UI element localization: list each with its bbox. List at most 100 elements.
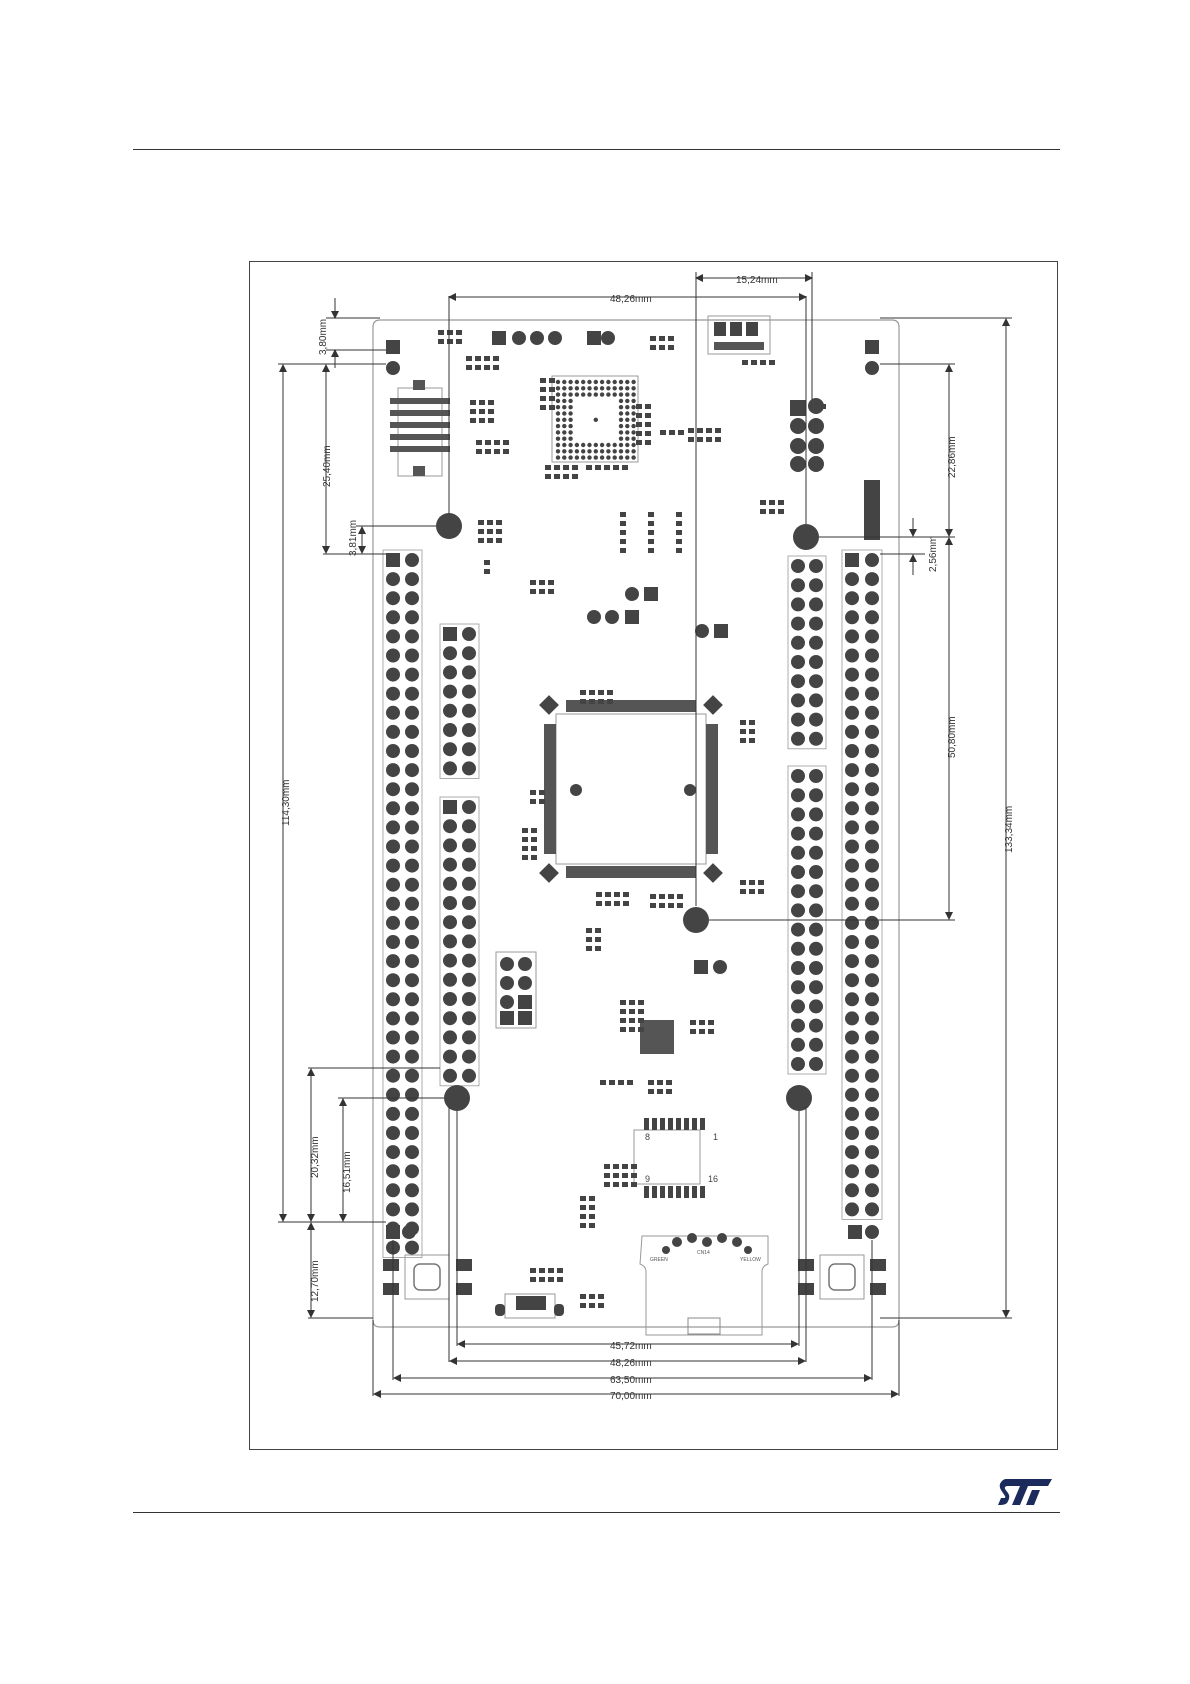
header-pin bbox=[791, 769, 805, 783]
header-pin bbox=[845, 763, 859, 777]
smd-pad bbox=[548, 589, 554, 594]
smd-pad bbox=[604, 1164, 610, 1169]
left-push-button bbox=[383, 1255, 472, 1299]
u17-pin bbox=[652, 1118, 657, 1130]
bga-ball bbox=[556, 430, 560, 434]
bga-ball bbox=[613, 449, 617, 453]
header-pin bbox=[386, 1107, 400, 1121]
header-pin bbox=[809, 578, 823, 592]
header-pin bbox=[405, 1050, 419, 1064]
smd-pad bbox=[487, 529, 493, 534]
header-pin bbox=[865, 629, 879, 643]
smd-pad bbox=[478, 529, 484, 534]
top-left-jumper bbox=[386, 340, 400, 375]
header-pin bbox=[386, 1145, 400, 1159]
header-pin bbox=[791, 674, 805, 688]
header-pin bbox=[405, 629, 419, 643]
bga-ball bbox=[575, 449, 579, 453]
bga-ball bbox=[594, 449, 598, 453]
smd-pad bbox=[563, 474, 569, 479]
header-pin bbox=[791, 559, 805, 573]
smd-pad bbox=[476, 440, 482, 445]
smd-pad bbox=[604, 1173, 610, 1178]
bga-ball bbox=[581, 392, 585, 396]
header-pin bbox=[791, 788, 805, 802]
header-pin bbox=[386, 801, 400, 815]
smd-pad bbox=[589, 1214, 595, 1219]
bga-ball bbox=[613, 392, 617, 396]
bga-ball bbox=[631, 424, 635, 428]
smd-pad bbox=[484, 560, 490, 565]
smd-pad bbox=[758, 880, 764, 885]
header-pin bbox=[462, 800, 476, 814]
smd-pad bbox=[678, 430, 684, 435]
header-pin bbox=[405, 553, 419, 567]
smd-pad bbox=[470, 409, 476, 414]
header-pin bbox=[386, 1031, 400, 1045]
header-pin bbox=[462, 838, 476, 852]
bga-ball bbox=[600, 443, 604, 447]
header-pin bbox=[443, 915, 457, 929]
right-push-button bbox=[798, 1255, 886, 1299]
smd-pad bbox=[690, 1029, 696, 1034]
smd-pad bbox=[699, 1029, 705, 1034]
u17-pin bbox=[692, 1118, 697, 1130]
smd-pad bbox=[659, 336, 665, 341]
header-pin bbox=[845, 591, 859, 605]
smd-pad bbox=[666, 1089, 672, 1094]
smd-pad bbox=[484, 365, 490, 370]
smd-pad bbox=[623, 892, 629, 897]
smd-pad bbox=[598, 699, 604, 704]
header-pin bbox=[405, 1088, 419, 1102]
smd-pad bbox=[530, 799, 536, 804]
smd-pad bbox=[620, 521, 626, 526]
smd-pad bbox=[540, 396, 546, 401]
bga-chip bbox=[552, 376, 638, 462]
header-pin bbox=[386, 1088, 400, 1102]
mid-left-3x2-header bbox=[496, 952, 536, 1028]
bga-ball bbox=[581, 386, 585, 390]
header-pin bbox=[865, 820, 879, 834]
smd-pad bbox=[631, 1182, 637, 1187]
header-pin bbox=[462, 954, 476, 968]
smd-pad bbox=[676, 548, 682, 553]
header-pin bbox=[845, 687, 859, 701]
header-pin bbox=[845, 1011, 859, 1025]
header-pin bbox=[386, 706, 400, 720]
smd-pad bbox=[749, 720, 755, 725]
smd-pad bbox=[648, 512, 654, 517]
header-pin bbox=[865, 782, 879, 796]
header-pin bbox=[791, 846, 805, 860]
smd-pad bbox=[742, 360, 748, 365]
smd-pad bbox=[631, 1173, 637, 1178]
dim-header-offset-small: 3,81mm bbox=[348, 520, 359, 556]
u17-pin bbox=[668, 1118, 673, 1130]
bga-ball bbox=[619, 405, 623, 409]
bga-ball bbox=[594, 380, 598, 384]
header-pin bbox=[386, 954, 400, 968]
bga-ball bbox=[625, 430, 629, 434]
header-pin bbox=[405, 992, 419, 1006]
bga-ball bbox=[568, 380, 572, 384]
header-pin bbox=[405, 649, 419, 663]
mounting-hole-bottom-left bbox=[444, 1085, 470, 1111]
header-pin bbox=[865, 840, 879, 854]
inner-right-pin-headers bbox=[788, 556, 826, 1074]
dim-top-header-offset: 15,24mm bbox=[736, 275, 778, 286]
header-pin bbox=[865, 973, 879, 987]
smd-pad bbox=[484, 356, 490, 361]
header-pin bbox=[443, 877, 457, 891]
smd-pad bbox=[622, 1182, 628, 1187]
smd-pad bbox=[657, 1080, 663, 1085]
mounting-hole-bottom-right bbox=[786, 1085, 812, 1111]
header-pin bbox=[845, 706, 859, 720]
header-pin bbox=[865, 954, 879, 968]
smd-pad bbox=[589, 1303, 595, 1308]
smd-pad bbox=[740, 880, 746, 885]
smd-pad bbox=[456, 339, 462, 344]
bga-ball bbox=[625, 418, 629, 422]
header-pin bbox=[845, 553, 859, 567]
header-pin bbox=[386, 782, 400, 796]
smd-pad bbox=[563, 465, 569, 470]
smd-pad bbox=[620, 512, 626, 517]
